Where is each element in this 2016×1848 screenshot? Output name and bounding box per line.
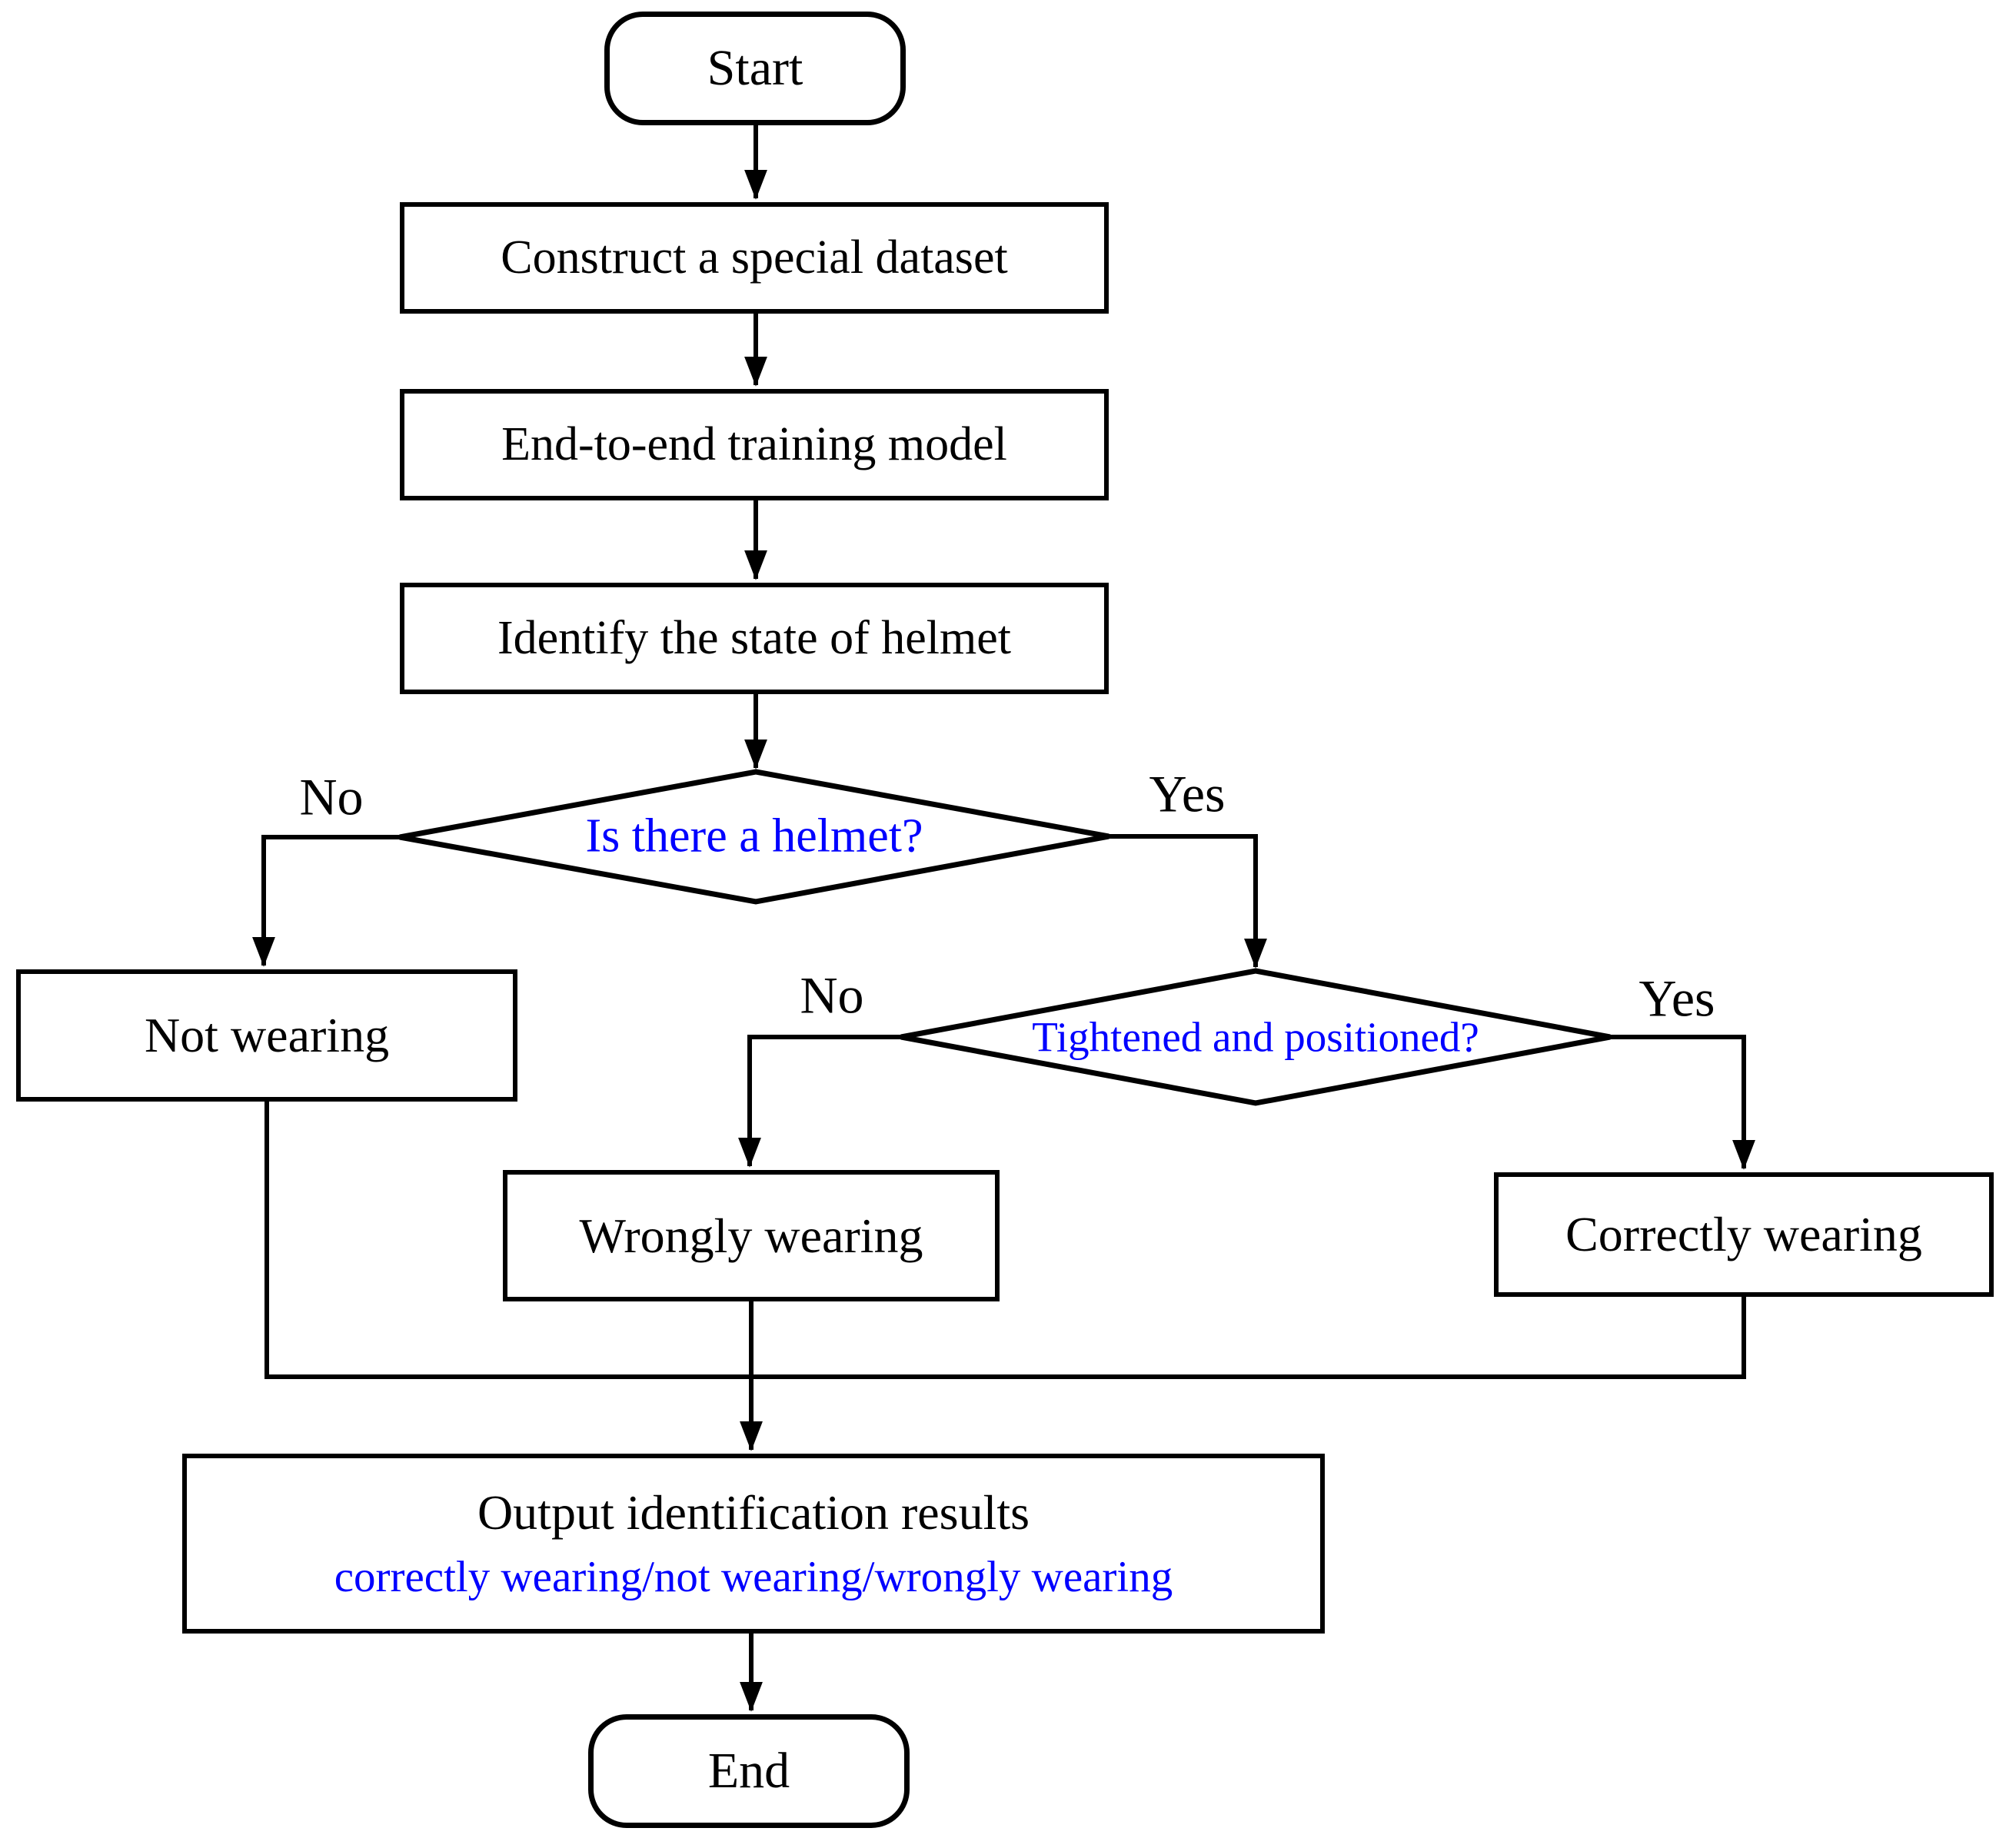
decision-text-is-there-helmet: Is there a helmet? [585,809,923,863]
label-helmet-yes: Yes [1149,764,1226,823]
node-correctly-wearing: Correctly wearing [1494,1172,1994,1297]
decision-text-tightened-positioned: Tightened and positioned? [1032,1013,1479,1061]
edge-merge-rail [264,1102,1746,1379]
node-identify-state-label: Identify the state of helmet [497,611,1011,664]
label-helmet-no: No [299,767,364,826]
edge-tightened-no-to-wrongly [738,1035,901,1168]
node-construct-dataset: Construct a special dataset [400,202,1109,314]
edge-tightened-yes-to-correctly [1609,1035,1755,1170]
node-training-model-label: End-to-end training model [501,417,1007,470]
edge-helmet-yes-to-tightened-decision [1109,834,1267,969]
node-not-wearing-label: Not wearing [144,1008,390,1063]
node-construct-dataset-label: Construct a special dataset [501,231,1008,284]
node-correctly-wearing-label: Correctly wearing [1565,1207,1922,1262]
node-end-label: End [707,1743,790,1800]
node-identify-state: Identify the state of helmet [400,583,1109,694]
node-start: Start [604,12,906,125]
label-tightened-no: No [800,966,864,1025]
node-end: End [588,1714,910,1828]
decision-diamond-tightened-positioned [900,968,1611,1106]
label-tightened-yes: Yes [1638,969,1715,1028]
node-output-results-title: Output identification results [477,1485,1030,1541]
node-output-results-detail: correctly wearing/not wearing/wrongly we… [334,1553,1173,1602]
node-not-wearing: Not wearing [16,969,517,1102]
node-output-results: Output identification results correctly … [182,1454,1325,1634]
node-wrongly-wearing: Wrongly wearing [503,1170,1000,1301]
node-wrongly-wearing-label: Wrongly wearing [579,1208,923,1263]
edge-helmet-no-to-not-wearing [252,835,400,967]
node-training-model: End-to-end training model [400,389,1109,500]
decision-diamond-is-there-helmet [399,769,1109,905]
node-start-label: Start [707,40,803,97]
